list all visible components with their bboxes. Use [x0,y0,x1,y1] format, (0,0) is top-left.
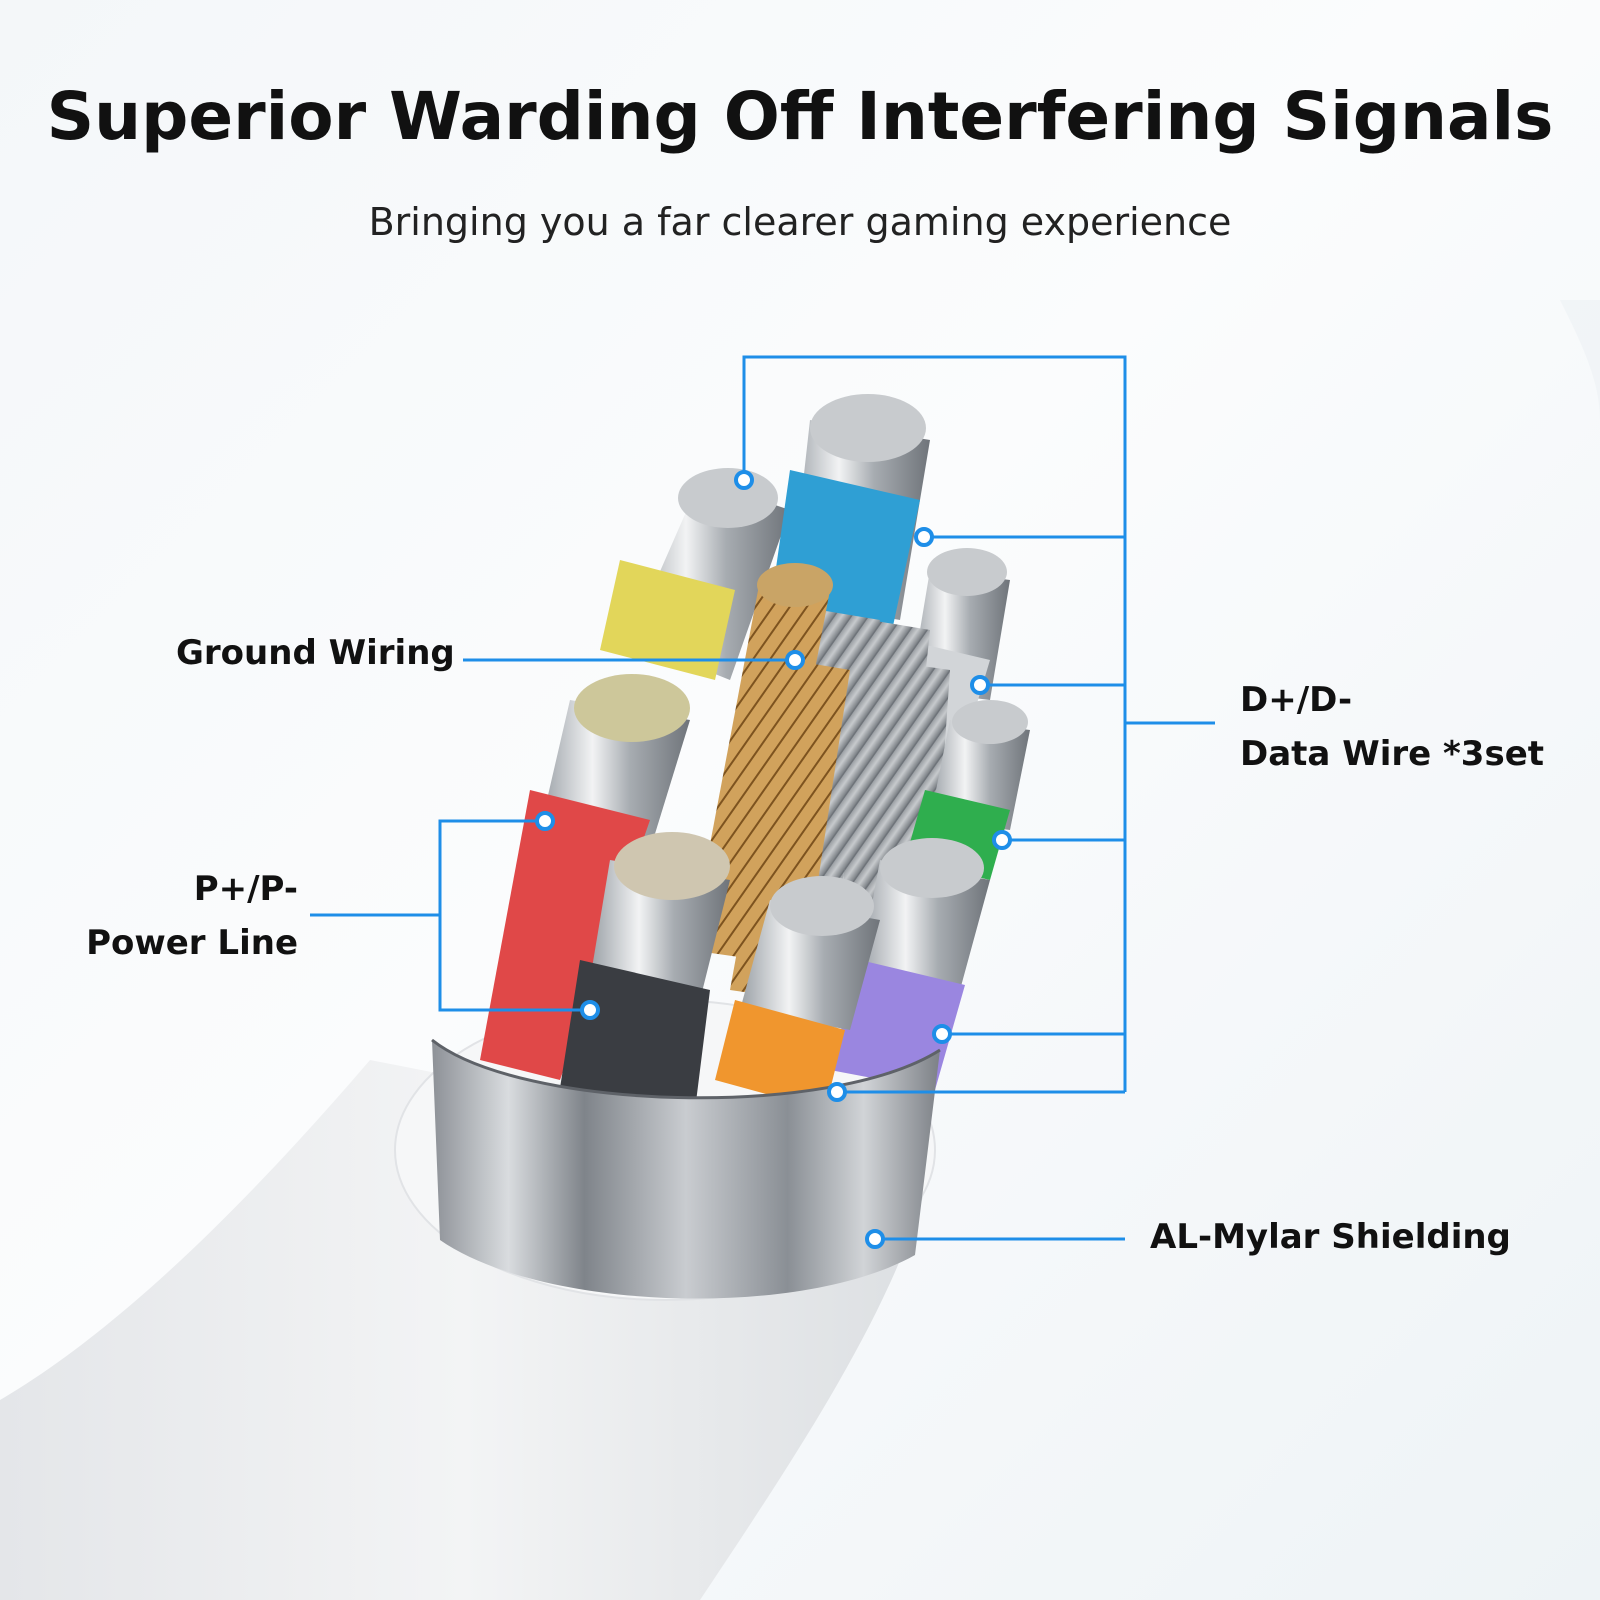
wire-yellow [600,468,790,680]
callout-dot-red [535,811,555,831]
shield-rim [431,1038,941,1100]
page-title: Superior Warding Off Interfering Signals [46,78,1554,155]
label-al-mylar-shielding: AL-Mylar Shielding [1150,1210,1511,1264]
wire-orange [715,876,880,1110]
label-ground-line-1: Ground Wiring [176,633,455,673]
wire-green [905,700,1030,880]
label-data-wire: D+/D- Data Wire *3set [1240,673,1544,781]
leader-lines [310,355,1215,1241]
label-power-line-2: Power Line [86,923,298,963]
label-power-line: P+/P- Power Line [86,862,298,970]
callout-dot-black [580,1000,600,1020]
callout-dots [535,470,1012,1249]
wire-red [480,674,690,1080]
label-shield-line-1: AL-Mylar Shielding [1150,1217,1511,1257]
background-arc [1560,300,1600,420]
al-mylar-shield [432,1040,940,1299]
callout-dot-white [970,675,990,695]
callout-dot-green [992,830,1012,850]
callout-dot-ground [785,650,805,670]
callout-dot-orange [827,1082,847,1102]
callout-dot-yellow [734,470,754,490]
label-power-line-1: P+/P- [193,869,298,909]
label-data-line-2: Data Wire *3set [1240,734,1545,774]
label-ground-wiring: Ground Wiring [176,626,455,680]
callout-dot-purple [932,1024,952,1044]
callout-dot-shield [865,1229,885,1249]
label-data-line-1: D+/D- [1240,680,1353,720]
callout-dot-blue [914,527,934,547]
page-subtitle: Bringing you a far clearer gaming experi… [368,200,1232,244]
